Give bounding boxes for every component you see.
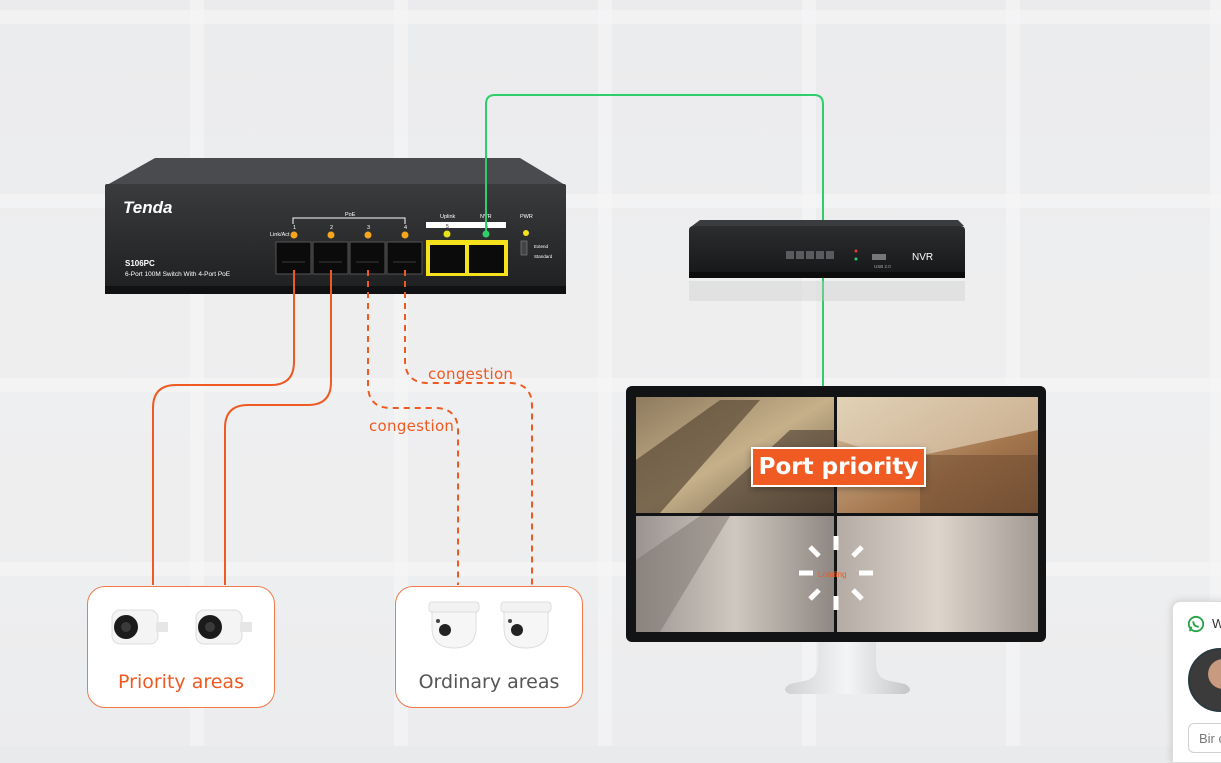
- link-act-label: Link/Act: [270, 232, 290, 238]
- rj45-port-2: [312, 241, 349, 275]
- nvr-usb-label: USB 2.0: [874, 264, 891, 269]
- rj45-port-6: [469, 245, 504, 273]
- congestion-label-1: congestion: [428, 365, 514, 383]
- rj45-port-1: [275, 241, 312, 275]
- port-number-3: 3: [367, 225, 370, 231]
- port-number-5: 5: [446, 224, 449, 230]
- led-port-1: [290, 231, 298, 239]
- switch-model: S106PC: [125, 259, 155, 268]
- mode-switch: [520, 240, 528, 256]
- switch-brand: Tenda: [123, 198, 172, 217]
- rj45-port-5: [430, 245, 465, 273]
- nvr-label: NVR: [912, 252, 933, 263]
- chat-widget[interactable]: W Bir c: [1172, 601, 1221, 763]
- chat-widget-title: W: [1212, 616, 1221, 631]
- port-priority-banner: Port priority: [751, 447, 926, 487]
- ordinary-areas-box: Ordinary areas: [395, 586, 583, 708]
- port-number-4: 4: [404, 225, 407, 231]
- whatsapp-icon: [1187, 615, 1205, 633]
- monitor: Loading: [626, 386, 1046, 694]
- rj45-port-3: [349, 241, 386, 275]
- poe-switch: Tenda S106PC 6-Port 100M Switch With 4-P…: [105, 158, 566, 294]
- nvr-recorder: USB 2.0 NVR: [689, 220, 965, 301]
- priority-links: [152, 270, 332, 585]
- congestion-label-2: congestion: [369, 417, 455, 435]
- loading-spinner-icon: [799, 536, 873, 610]
- pwr-led: [523, 230, 529, 236]
- agent-avatar: [1188, 648, 1221, 712]
- poe-label: PoE: [345, 212, 356, 218]
- led-port-4: [401, 231, 409, 239]
- port-number-1: 1: [293, 225, 296, 231]
- rj45-port-4: [386, 241, 423, 275]
- uplink-label-bar: [426, 222, 506, 228]
- led-port-2: [327, 231, 335, 239]
- mode-standard-label: Standard: [534, 254, 553, 259]
- priority-areas-box: Priority areas: [87, 586, 275, 708]
- ordinary-links: [367, 270, 533, 585]
- pwr-label: PWR: [520, 214, 533, 220]
- switch-description: 6-Port 100M Switch With 4-Port PoE: [125, 271, 231, 278]
- led-port-5: [443, 230, 451, 238]
- port-number-2: 2: [330, 225, 333, 231]
- green-nvr-link: [485, 94, 824, 386]
- led-port-3: [364, 231, 372, 239]
- chat-message-input[interactable]: Bir c: [1188, 723, 1221, 753]
- mode-extend-label: Extend: [534, 244, 549, 249]
- priority-areas-label: Priority areas: [118, 671, 244, 693]
- ordinary-areas-label: Ordinary areas: [418, 671, 560, 693]
- uplink-label: Uplink: [440, 214, 456, 220]
- loading-label: Loading: [818, 570, 846, 579]
